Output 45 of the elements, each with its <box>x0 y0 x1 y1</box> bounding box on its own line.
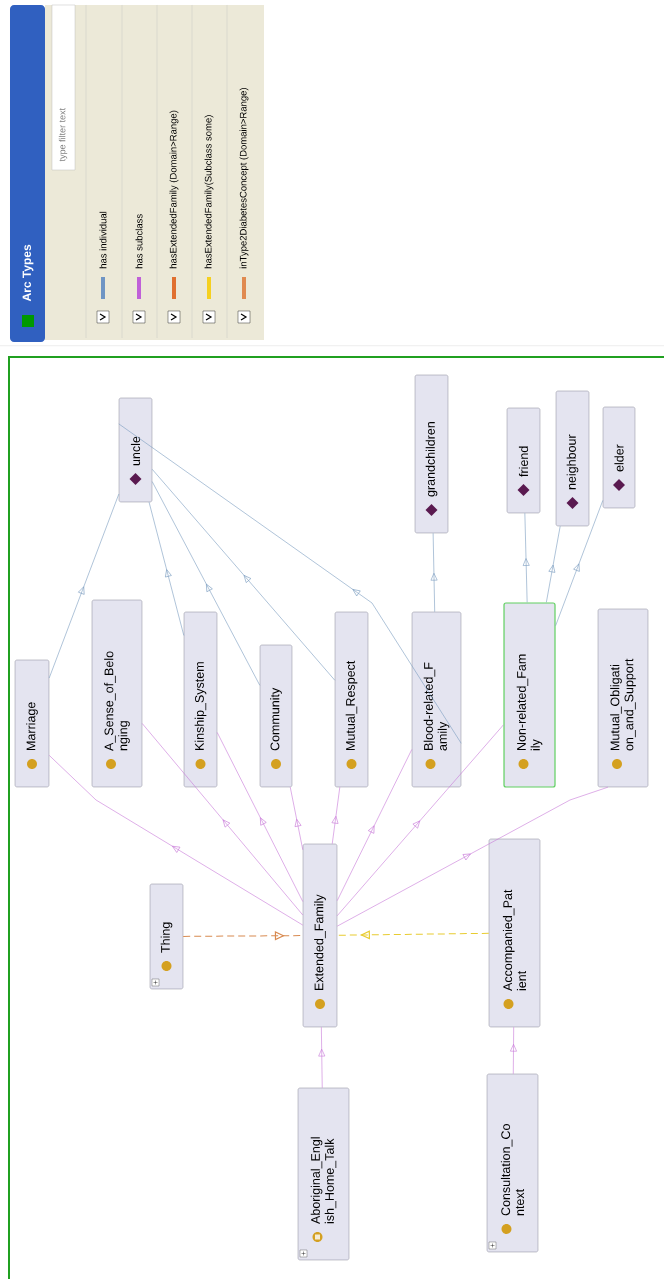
legend-label: has individual <box>99 211 107 269</box>
arrow <box>555 500 604 627</box>
arrow <box>151 468 336 681</box>
class-box: A_Sense_of_Belo nging <box>91 599 143 788</box>
arrow <box>148 501 185 636</box>
class-box: Mutual_Respect <box>334 611 369 788</box>
individual-box: elder <box>602 406 636 509</box>
class-box: Marriage <box>14 659 50 788</box>
arrow <box>522 512 530 603</box>
arrow <box>48 755 304 926</box>
individual-box: friend <box>506 407 541 514</box>
arrow <box>318 1026 326 1089</box>
arrow <box>336 930 490 940</box>
arrow <box>151 481 261 686</box>
class-box: Accompanied_Pat ient <box>488 838 541 1028</box>
arrow <box>430 532 438 613</box>
arrow <box>336 749 413 901</box>
class-box: Aboriginal_Engl ish_Home_Talk <box>297 1087 350 1261</box>
arrow <box>336 786 609 927</box>
individual-box: uncle <box>118 397 153 503</box>
class-box: Mutual_Obligati on_and_Support <box>597 608 649 788</box>
legend-label: has subclass <box>135 214 143 269</box>
arrow <box>510 1026 517 1075</box>
class-box: Extended_Family <box>302 843 338 1028</box>
class-box: Community <box>259 644 293 788</box>
legend-label: hasExtendedFamily(Subclass some) <box>204 115 214 269</box>
class-box: Non-related_Fam ily <box>503 602 556 788</box>
arrow <box>141 723 304 916</box>
arrow <box>216 732 304 902</box>
arrow <box>331 786 341 845</box>
class-box: Kinship_System <box>183 611 218 788</box>
panel-header: Arc Types <box>10 5 45 342</box>
individual-box: grandchildren <box>414 374 449 534</box>
legend-label: inType2DiabetesConcept (Domain>Range) <box>239 88 249 269</box>
filter-field: type filter text <box>51 4 76 171</box>
individual-box: neighbour <box>555 390 590 527</box>
arrow <box>48 493 120 679</box>
class-box: Blood-related_F amily <box>411 611 462 788</box>
arrow <box>118 423 462 744</box>
arrow <box>336 724 504 917</box>
arrow <box>546 525 561 603</box>
legend-label: hasExtendedFamily (Domain>Range) <box>169 110 179 269</box>
class-box: Consultation_Co ntext <box>486 1073 539 1253</box>
class-box: Thing <box>149 883 184 990</box>
arrow <box>289 786 304 851</box>
